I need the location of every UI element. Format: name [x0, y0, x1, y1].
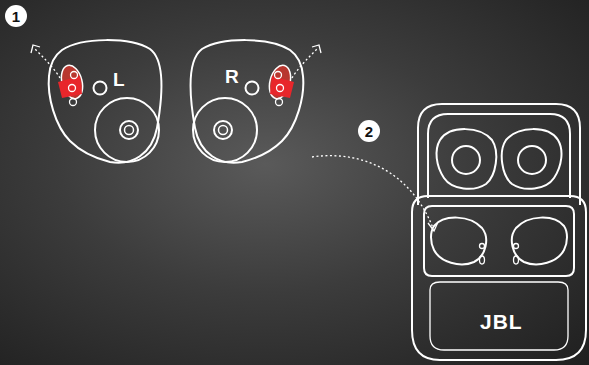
callout-number: 2 [358, 120, 380, 142]
brand-logo: JBL [480, 311, 523, 332]
side-marker: R [225, 67, 239, 86]
charging-case [412, 104, 586, 360]
left-earbud [31, 40, 161, 163]
callout-number: 1 [5, 5, 27, 27]
right-earbud [191, 40, 321, 163]
side-marker: L [113, 70, 125, 89]
insert-arrow [312, 156, 433, 228]
